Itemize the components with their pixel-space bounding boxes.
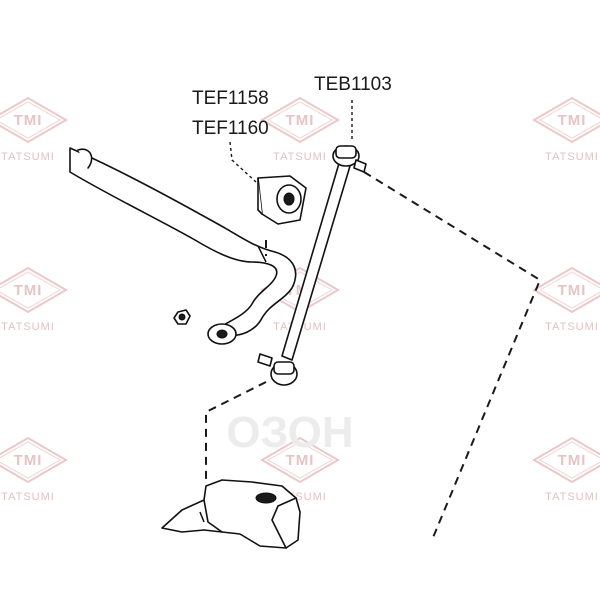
watermark-tmi-logo: TMI TATSUMI: [260, 96, 340, 163]
watermark-tmi-logo: TMI TATSUMI: [0, 436, 68, 503]
svg-text:TATSUMI: TATSUMI: [545, 151, 599, 163]
svg-text:TMI: TMI: [286, 452, 315, 469]
watermark-tmi-logo: TMI TATSUMI: [0, 96, 68, 163]
svg-text:TATSUMI: TATSUMI: [1, 321, 55, 333]
watermark-center-logo: ОЗОН: [226, 408, 353, 457]
nut-icon: [173, 309, 191, 325]
part-label-bushing-1: TEF1158: [192, 88, 269, 109]
svg-text:TMI: TMI: [558, 452, 587, 469]
assembly-guide-lines: [205, 171, 542, 541]
svg-text:TATSUMI: TATSUMI: [1, 151, 55, 163]
watermark-tmi-logo: TMI TATSUMI: [532, 266, 600, 333]
svg-text:TATSUMI: TATSUMI: [545, 321, 599, 333]
watermark-tmi-logo: TMI TATSUMI: [0, 266, 68, 333]
svg-text:TATSUMI: TATSUMI: [273, 151, 327, 163]
svg-text:TMI: TMI: [14, 282, 43, 299]
stabilizer-link-part: [257, 145, 367, 386]
part-label-bushing-2: TEF1160: [192, 118, 269, 139]
bushing-part: [257, 175, 307, 225]
knuckle-bracket: [161, 479, 301, 549]
svg-text:TMI: TMI: [286, 112, 315, 129]
watermark-tmi-logo: TMI TATSUMI: [532, 436, 600, 503]
svg-text:TMI: TMI: [558, 112, 587, 129]
svg-text:TMI: TMI: [14, 112, 43, 129]
stabilizer-bar: [69, 147, 297, 336]
svg-text:TATSUMI: TATSUMI: [1, 491, 55, 503]
svg-text:TATSUMI: TATSUMI: [545, 491, 599, 503]
svg-text:TMI: TMI: [558, 282, 587, 299]
label-leaders: [229, 100, 353, 183]
bar-end-eye: [207, 323, 237, 345]
svg-text:TMI: TMI: [14, 452, 43, 469]
part-label-link: TEB1103: [314, 74, 392, 95]
watermark-tmi-logo: TMI TATSUMI: [532, 96, 600, 163]
